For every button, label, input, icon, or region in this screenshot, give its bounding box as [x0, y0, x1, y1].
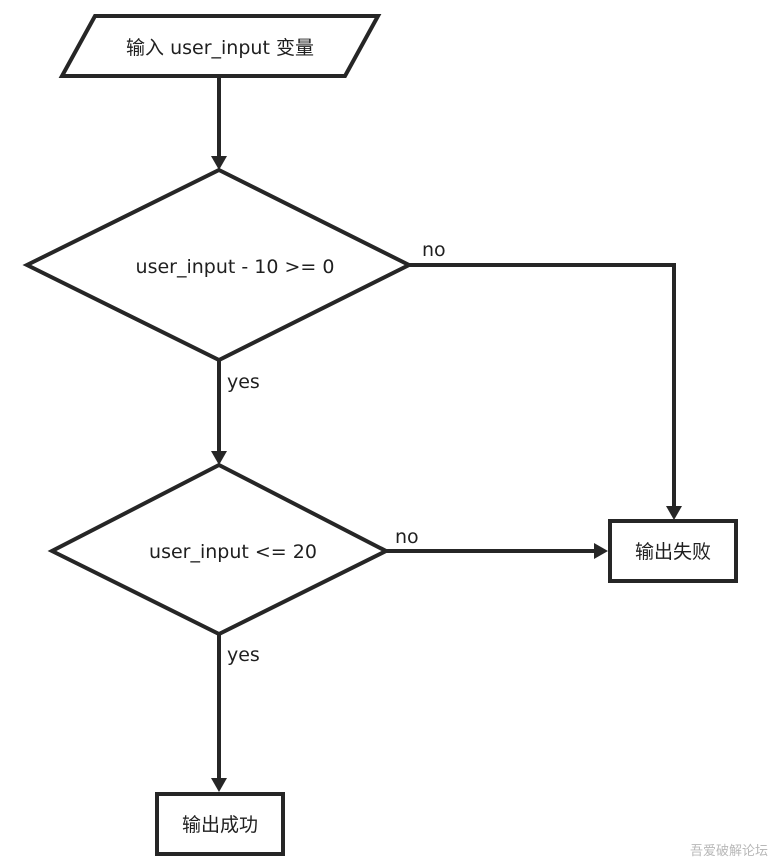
success-node-label: 输出成功: [182, 814, 258, 836]
decision-1-label: user_input - 10 >= 0: [136, 256, 335, 278]
arrowhead-input-cond1: [211, 156, 227, 170]
input-node-shape: [58, 14, 382, 78]
arrowhead-cond1-yes: [211, 451, 227, 465]
fail-node-shape: [608, 519, 738, 583]
success-node-shape: [155, 792, 285, 856]
edge-cond1-no-label: no: [422, 239, 446, 261]
arrowhead-cond2-no: [594, 543, 608, 559]
decision-2-label: user_input <= 20: [149, 541, 317, 563]
arrowhead-cond1-no: [666, 506, 682, 520]
arrowhead-cond2-yes: [211, 778, 227, 792]
edge-cond1-no: [409, 263, 676, 508]
input-node-label: 输入 user_input 变量: [126, 37, 314, 59]
edge-cond1-yes-label: yes: [227, 371, 260, 393]
watermark: 吾爱破解论坛: [689, 844, 768, 859]
fail-node-label: 输出失败: [635, 541, 711, 563]
edge-cond2-yes-label: yes: [227, 644, 260, 666]
edge-cond2-no-label: no: [395, 526, 419, 548]
